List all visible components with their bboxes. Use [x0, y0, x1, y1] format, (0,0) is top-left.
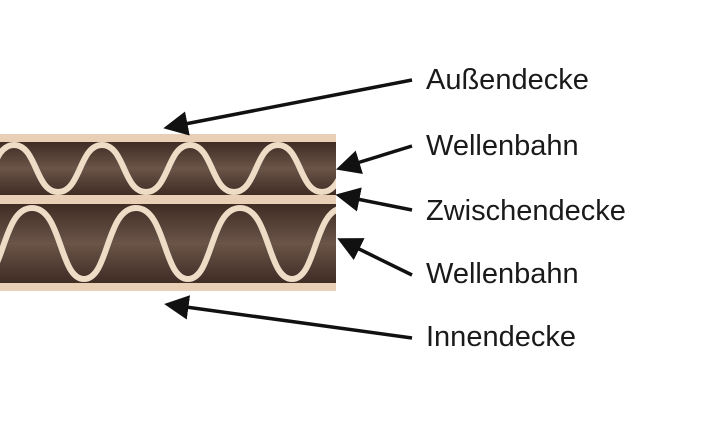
arrow-outer-liner-icon: [163, 78, 413, 136]
label-outer-liner: Außendecke: [426, 64, 589, 96]
label-inner-liner: Innendecke: [426, 321, 576, 353]
inner-liner: [0, 283, 336, 291]
arrow-flute-top-icon: [335, 144, 413, 174]
label-middle-liner: Zwischendecke: [426, 195, 626, 227]
arrow-middle-liner-icon: [335, 187, 413, 212]
middle-liner: [0, 195, 336, 204]
arrow-inner-liner-icon: [164, 295, 413, 340]
label-flute-bottom: Wellenbahn: [426, 258, 579, 290]
arrow-flute-bottom-icon: [337, 238, 413, 277]
flute-wave-top: [0, 142, 336, 195]
label-flute-top: Wellenbahn: [426, 130, 579, 162]
outer-liner: [0, 134, 336, 142]
flute-wave-bottom: [0, 204, 336, 283]
